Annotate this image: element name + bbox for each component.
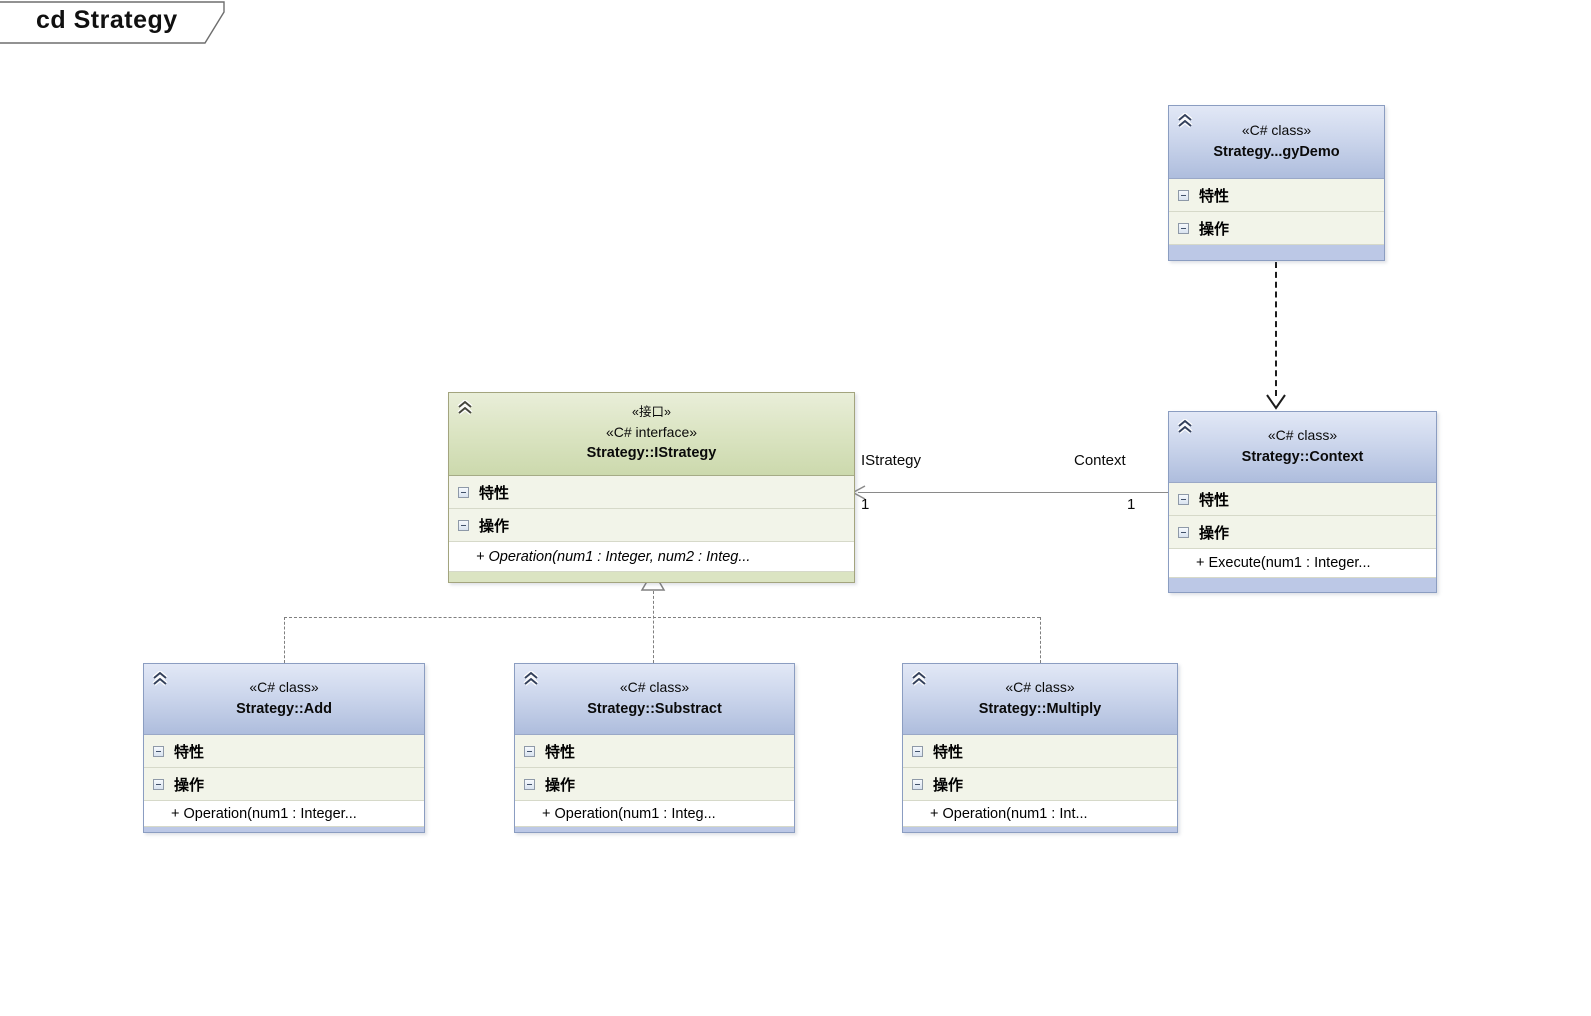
collapse-minus-icon[interactable] [458,486,469,498]
collapse-chevron-icon[interactable] [456,400,474,415]
class-box-add[interactable]: «C# class» Strategy::Add 特性 操作 + Operati… [143,663,425,833]
class-footer [144,827,424,832]
class-name: Strategy...gyDemo [1213,143,1340,160]
collapse-chevron-icon[interactable] [910,671,928,686]
interface-stereotype: «C# interface» [605,424,698,441]
dependency-arrowhead-icon [1266,394,1286,410]
collapse-minus-icon[interactable] [912,778,923,790]
frame-tab-shape [0,1,225,44]
diagram-frame-tab: cd Strategy [0,0,240,50]
interface-box-istrategy[interactable]: «接口» «C# interface» Strategy::IStrategy … [448,392,855,583]
class-stereotype: «C# class» [1267,427,1338,444]
realization-connector-add[interactable] [284,617,285,663]
operations-section-row: 操作 [515,768,794,801]
operations-section-label: 操作 [479,517,510,535]
operation-member[interactable]: + Operation(num1 : Integer... [144,801,424,827]
interface-footer [449,572,854,582]
interface-name: Strategy::IStrategy [586,444,717,461]
association-source-multiplicity: 1 [861,496,870,513]
class-name: Strategy::Add [236,700,332,717]
class-stereotype: «C# class» [249,679,319,696]
collapse-minus-icon[interactable] [153,778,164,790]
properties-section-label: 特性 [1199,491,1230,509]
collapse-chevron-icon[interactable] [151,671,169,686]
operation-member[interactable]: + Execute(num1 : Integer... [1169,549,1436,578]
properties-section-row: 特性 [144,735,424,768]
class-box-substract[interactable]: «C# class» Strategy::Substract 特性 操作 + O… [514,663,795,833]
operation-member[interactable]: + Operation(num1 : Integ... [515,801,794,827]
operation-member[interactable]: + Operation(num1 : Integer, num2 : Integ… [449,542,854,572]
collapse-minus-icon[interactable] [912,745,923,757]
collapse-minus-icon[interactable] [1178,222,1189,234]
class-footer [1169,578,1436,592]
association-target-role-label: Context [1074,452,1126,469]
realization-connector-substract[interactable] [653,591,654,663]
realization-connector-rail[interactable] [284,617,1040,618]
properties-section-row: 特性 [903,735,1177,768]
operations-section-label: 操作 [545,776,576,794]
class-box-strategydemo[interactable]: «C# class» Strategy...gyDemo 特性 操作 [1168,105,1385,261]
operations-section-row: 操作 [903,768,1177,801]
class-header: «C# class» Strategy...gyDemo [1169,106,1384,179]
class-name: Strategy::Context [1241,448,1364,465]
class-header: «C# class» Strategy::Add [144,664,424,735]
class-stereotype: «C# class» [1005,679,1075,696]
collapse-minus-icon[interactable] [1178,526,1189,538]
properties-section-label: 特性 [174,743,205,761]
properties-section-row: 特性 [449,476,854,509]
operations-section-label: 操作 [1199,220,1230,238]
operation-member[interactable]: + Operation(num1 : Int... [903,801,1177,827]
class-footer [515,827,794,832]
class-footer [903,827,1177,832]
interface-stereotype-cn: «接口» [632,405,671,420]
class-footer [1169,245,1384,260]
class-box-context[interactable]: «C# class» Strategy::Context 特性 操作 + Exe… [1168,411,1437,593]
dependency-connector[interactable] [1275,262,1277,396]
association-connector[interactable] [858,492,1168,493]
collapse-minus-icon[interactable] [1178,189,1189,201]
class-stereotype: «C# class» [619,679,690,696]
realization-connector-multiply[interactable] [1040,617,1041,663]
class-header: «C# class» Strategy::Context [1169,412,1436,483]
association-source-role-label: IStrategy [861,452,922,469]
collapse-chevron-icon[interactable] [522,671,540,686]
collapse-minus-icon[interactable] [524,778,535,790]
properties-section-row: 特性 [515,735,794,768]
collapse-chevron-icon[interactable] [1176,113,1194,128]
operations-section-label: 操作 [1199,524,1230,542]
properties-section-label: 特性 [1199,187,1230,205]
class-header: «C# class» Strategy::Substract [515,664,794,735]
class-name: Strategy::Multiply [978,700,1102,717]
collapse-minus-icon[interactable] [524,745,535,757]
properties-section-label: 特性 [933,743,964,761]
operations-section-label: 操作 [174,776,205,794]
properties-section-row: 特性 [1169,483,1436,516]
diagram-title: cd Strategy [36,6,178,34]
class-name: Strategy::Substract [587,700,722,717]
class-stereotype: «C# class» [1241,122,1312,139]
operations-section-row: 操作 [1169,212,1384,245]
collapse-chevron-icon[interactable] [1176,419,1194,434]
collapse-minus-icon[interactable] [1178,493,1189,505]
properties-section-row: 特性 [1169,179,1384,212]
properties-section-label: 特性 [479,484,510,502]
properties-section-label: 特性 [545,743,576,761]
class-box-multiply[interactable]: «C# class» Strategy::Multiply 特性 操作 + Op… [902,663,1178,833]
operations-section-label: 操作 [933,776,964,794]
class-header: «C# class» Strategy::Multiply [903,664,1177,735]
collapse-minus-icon[interactable] [153,745,164,757]
collapse-minus-icon[interactable] [458,519,469,531]
interface-header: «接口» «C# interface» Strategy::IStrategy [449,393,854,476]
operations-section-row: 操作 [1169,516,1436,549]
operations-section-row: 操作 [144,768,424,801]
operations-section-row: 操作 [449,509,854,542]
association-target-multiplicity: 1 [1127,496,1136,513]
